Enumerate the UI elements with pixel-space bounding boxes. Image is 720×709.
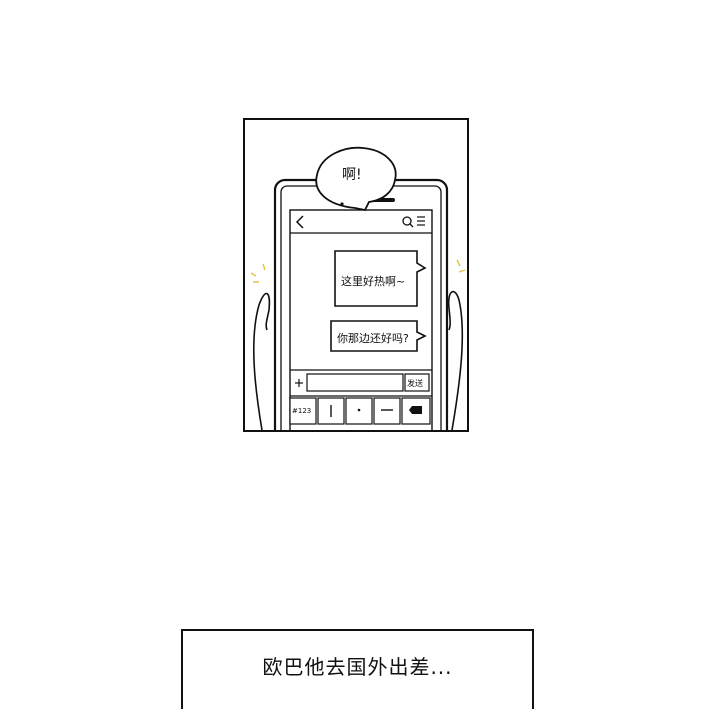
key-3: [373, 397, 401, 425]
left-hand: [253, 292, 271, 430]
chat-message-2: 你那边还好吗?: [337, 332, 409, 345]
message-input: [306, 373, 404, 392]
caption-text: 欧巴他去国外出差...: [262, 655, 453, 679]
send-button-box: [404, 373, 430, 392]
comic-panel: 啊! 这里好热啊~ 你那边还好吗? 发送 #123: [243, 118, 469, 432]
caption-box: 欧巴他去国外出差...: [181, 629, 534, 709]
chat-bubble-2: [330, 320, 427, 352]
phone-screen: [289, 209, 433, 430]
back-chevron-icon: [295, 215, 304, 229]
search-icon: [402, 216, 414, 228]
backspace-icon: [409, 406, 422, 414]
chat-message-1: 这里好热啊~: [341, 275, 406, 288]
speech-bubble: [315, 146, 397, 212]
keyboard-mode-label[interactable]: #123: [292, 407, 312, 415]
menu-icon: [417, 216, 425, 226]
right-hand: [447, 290, 464, 430]
speech-bubble-text: 啊!: [342, 167, 362, 183]
sparkle-left: [250, 263, 266, 283]
key-mode: [289, 397, 317, 425]
chat-bubble-1: [334, 250, 427, 307]
plus-icon: [295, 379, 303, 387]
phone-illustration: [250, 146, 466, 430]
send-button-label[interactable]: 发送: [407, 379, 423, 388]
